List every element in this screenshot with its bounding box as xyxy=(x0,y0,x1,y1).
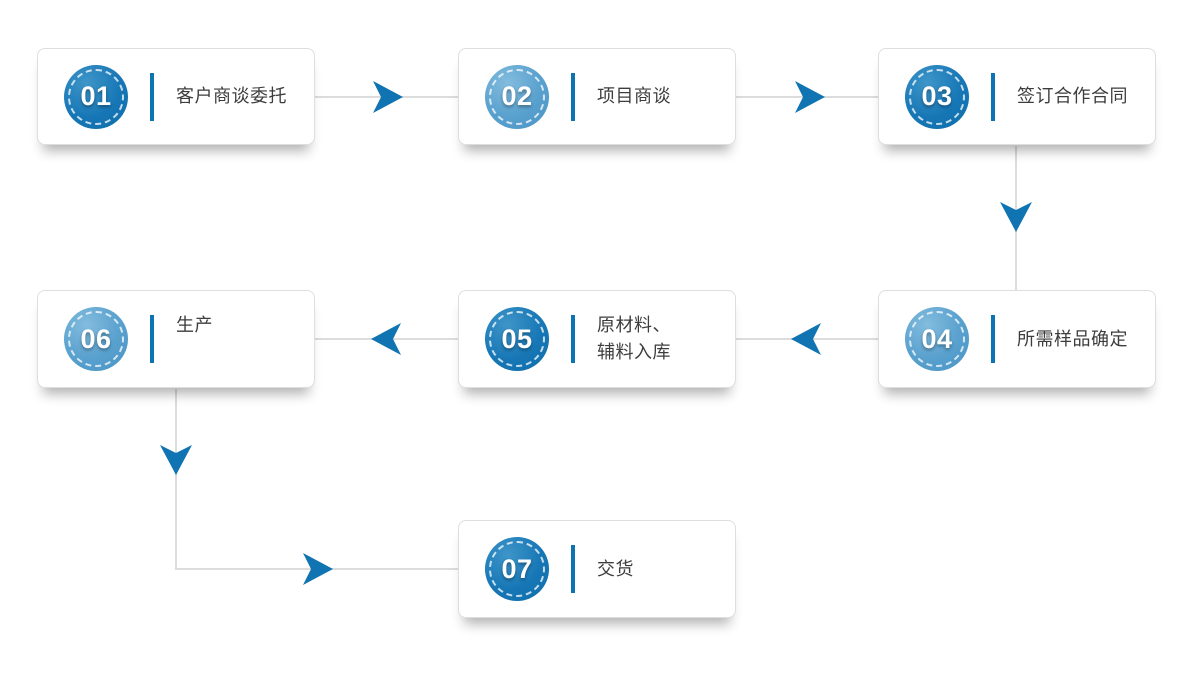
arrow-right-icon xyxy=(373,81,403,113)
step-box-04: 04 所需样品确定 xyxy=(878,290,1156,388)
arrow-right-icon xyxy=(303,553,333,585)
step-label: 生产 xyxy=(176,315,213,335)
step-number-badge: 01 xyxy=(64,64,128,129)
step-number-badge: 03 xyxy=(905,64,969,129)
step-box-07: 07 交货 xyxy=(458,520,736,618)
step-label: 所需样品确定 xyxy=(1017,328,1128,349)
step-label: 项目商谈 xyxy=(597,86,671,106)
divider-bar xyxy=(150,72,154,121)
step-number: 05 xyxy=(501,323,533,354)
connector-line-06-07 xyxy=(175,389,458,570)
step-box-01: 01 客户商谈委托 xyxy=(37,48,315,145)
step-number: 02 xyxy=(501,81,533,111)
arrow-right-icon xyxy=(795,81,825,113)
step-label: 原材料、 辅料入库 xyxy=(597,315,671,362)
divider-bar xyxy=(150,315,154,363)
step-label: 签订合作合同 xyxy=(1017,86,1128,106)
dashed-ring xyxy=(489,311,545,367)
step-number: 01 xyxy=(80,81,112,111)
step-box-05: 05 原材料、 辅料入库 xyxy=(458,290,736,388)
step-number-badge: 05 xyxy=(485,307,549,371)
dashed-ring xyxy=(909,311,965,367)
arrow-down-icon xyxy=(1000,202,1032,232)
dashed-ring xyxy=(489,68,545,125)
divider-bar xyxy=(991,72,995,121)
step-number-badge: 04 xyxy=(905,307,969,371)
arrow-left-icon xyxy=(371,323,401,355)
divider-bar xyxy=(991,315,995,363)
step-number-badge: 06 xyxy=(64,307,128,371)
dashed-ring xyxy=(68,68,124,125)
step-box-02: 02 项目商谈 xyxy=(458,48,736,145)
step-number: 07 xyxy=(501,553,533,584)
divider-bar xyxy=(571,72,575,121)
step-number: 04 xyxy=(921,323,953,354)
step-box-03: 03 签订合作合同 xyxy=(878,48,1156,145)
divider-bar xyxy=(571,315,575,363)
step-number-badge: 07 xyxy=(485,537,549,601)
dashed-ring xyxy=(909,68,965,125)
step-number-badge: 02 xyxy=(485,64,549,129)
arrow-down-icon xyxy=(160,445,192,475)
step-number: 06 xyxy=(80,323,112,354)
step-box-06: 06 生产 xyxy=(37,290,315,388)
divider-bar xyxy=(571,545,575,593)
dashed-ring xyxy=(68,311,124,367)
arrow-left-icon xyxy=(791,323,821,355)
step-number: 03 xyxy=(921,81,953,111)
step-label: 客户商谈委托 xyxy=(176,86,287,106)
step-label: 交货 xyxy=(597,558,634,579)
dashed-ring xyxy=(489,541,545,597)
